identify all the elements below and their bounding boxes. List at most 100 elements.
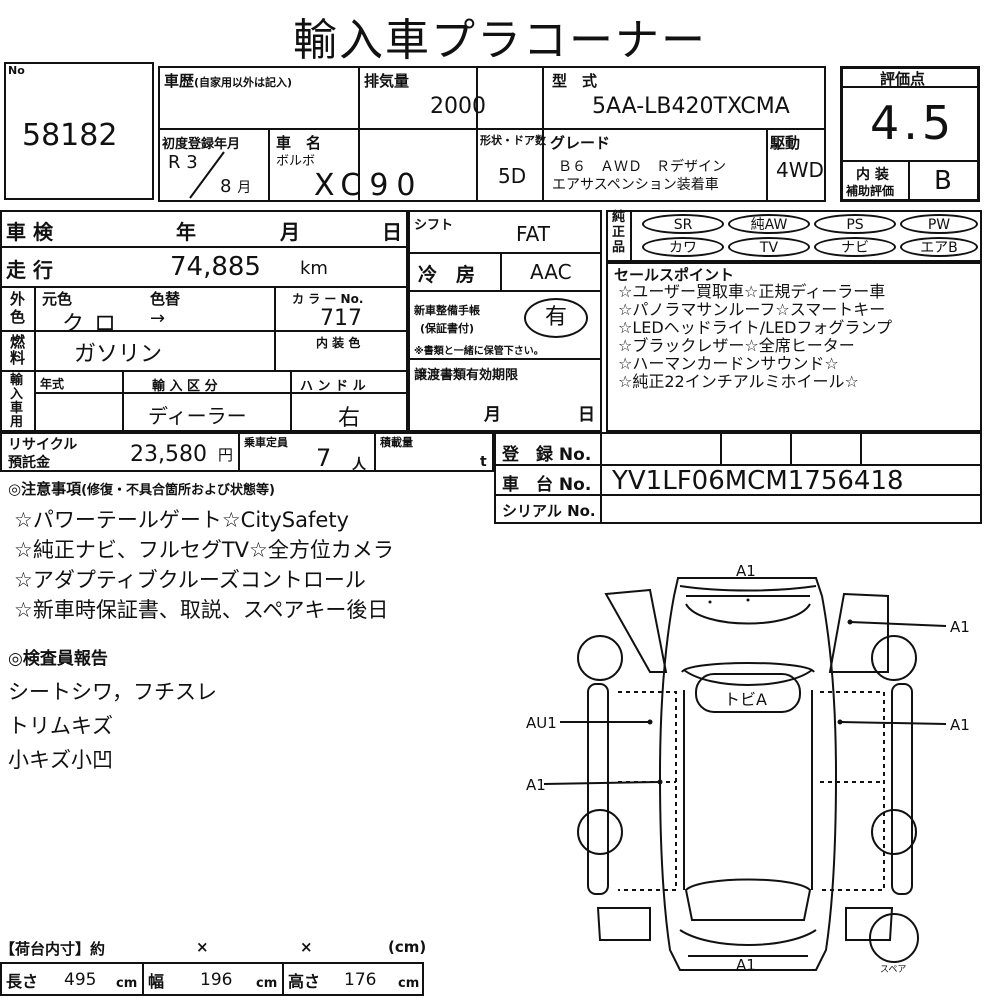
first-reg-era: R 3 <box>168 152 198 173</box>
color-no: 717 <box>320 306 362 331</box>
grade-label: グレード <box>550 134 611 152</box>
serial-label: シリアル No. <box>502 502 596 520</box>
equipment-label: 純正品 <box>612 210 626 255</box>
first-reg-slash <box>189 151 225 199</box>
recycle-unit: 円 <box>218 446 234 464</box>
equipment-box <box>606 210 982 262</box>
notes-label: ◎注意事項(修復・不具合箇所および状態等) <box>8 480 275 498</box>
color-no-label: カ ラ ー No. <box>292 292 364 306</box>
grade-line2: エアサスペンション装着車 <box>552 177 719 193</box>
interior-color-label: 内 装 色 <box>316 336 361 350</box>
diagram-right-mid: A1 <box>950 716 970 734</box>
car-damage-diagram <box>543 577 947 971</box>
sales-point-4: ☆ブラックレザー☆全席ヒーター <box>618 336 855 355</box>
warranty-circle: 有 <box>524 298 588 338</box>
diagram-roof: トビA <box>724 690 767 709</box>
interior-label-2: 補助評価 <box>846 184 895 198</box>
chassis-label: 車 台 No. <box>502 475 592 495</box>
main-box <box>0 210 408 432</box>
fuel-label: 燃料 <box>10 333 26 367</box>
load-label: 積載量 <box>380 436 413 449</box>
fuel-value: ガソリン <box>74 342 163 367</box>
first-reg-month: 8 月 <box>220 176 252 197</box>
cargo-length: 495 <box>64 970 97 990</box>
spec-box <box>158 66 826 202</box>
equip-ps: PS <box>814 214 896 234</box>
sales-point-2: ☆パノラマサンルーフ☆スマートキー <box>618 300 886 319</box>
diagram-right-front: A1 <box>950 618 970 636</box>
shift-value: FAT <box>516 222 551 246</box>
load-unit: t <box>480 454 487 470</box>
mileage-unit: km <box>300 258 328 279</box>
color-change-label: 色替 <box>150 290 181 308</box>
color-arrow: → <box>150 308 166 329</box>
sales-point-3: ☆LEDヘッドライト/LEDフォグランプ <box>618 318 892 337</box>
interior-grade: B <box>934 166 952 196</box>
inspector-note-1: シートシワ，フチスレ <box>8 680 217 704</box>
displacement-label: 排気量 <box>364 72 410 90</box>
equip-sr: SR <box>642 214 724 234</box>
center-box <box>408 210 602 432</box>
interior-label-1: 内 装 <box>856 167 889 183</box>
lot-number-box <box>4 62 154 200</box>
cargo-box <box>0 962 424 996</box>
warranty-label-2: (保証書付) <box>420 322 475 335</box>
equip-alloy: 純AW <box>728 214 810 234</box>
cargo-width-unit: cm <box>256 976 278 991</box>
grade-line1: Ｂ６ ＡＷＤ Ｒデザイン <box>558 159 726 175</box>
reg-label: 登 録 No. <box>502 445 592 465</box>
cargo-label: 【荷台内寸】約 <box>0 940 106 958</box>
model-value: 5AA-LB420TXCMA <box>592 94 790 119</box>
ac-value: AAC <box>530 260 572 284</box>
diagram-left-rear: A1 <box>526 776 546 794</box>
inspector-label: ◎検査員報告 <box>8 649 108 669</box>
color-orig: クロ <box>62 312 127 337</box>
inspection-year: 年 <box>176 220 196 244</box>
capacity-label: 乗車定員 <box>244 436 288 449</box>
cargo-unit: (cm) <box>388 938 427 956</box>
recycle-label-1: リサイクル <box>8 437 78 453</box>
ac-label: 冷 房 <box>418 264 476 286</box>
equip-airbag: エアB <box>900 237 978 257</box>
recycle-value: 23,580 <box>130 442 207 467</box>
handle-label: ハ ン ド ル <box>300 379 366 394</box>
color-orig-label: 元色 <box>42 290 73 308</box>
mileage-label: 走 行 <box>6 258 53 282</box>
displacement-value: 2000 <box>430 94 486 119</box>
note-2: ☆純正ナビ、フルセグTV☆全方位カメラ <box>14 538 394 562</box>
sales-points-label: セールスポイント <box>614 266 735 284</box>
score-box <box>840 66 980 202</box>
cargo-width: 196 <box>200 970 233 990</box>
cargo-height-unit: cm <box>398 976 420 991</box>
cargo-length-unit: cm <box>116 976 138 991</box>
warranty-note: ※書類と一緒に保管下さい。 <box>414 346 544 357</box>
inspection-day: 日 <box>382 220 402 244</box>
mileage-value: 74,885 <box>170 252 261 282</box>
cargo-length-label: 長さ <box>6 972 39 991</box>
cargo-height-label: 高さ <box>288 972 321 991</box>
score-label: 評価点 <box>880 70 926 88</box>
recycle-box <box>0 432 494 472</box>
color-label: 外色 <box>10 290 26 326</box>
equip-pw: PW <box>900 214 978 234</box>
cargo-width-label: 幅 <box>148 972 165 991</box>
body-value: 5D <box>498 164 527 188</box>
diagram-left-mid: AU1 <box>526 714 557 732</box>
warranty-label-1: 新車整備手帳 <box>414 304 480 317</box>
sales-points-box <box>606 262 982 432</box>
diagram-bottom: A1 <box>736 956 756 974</box>
capacity-value: 7 <box>316 444 332 472</box>
inspector-note-2: トリムキズ <box>8 714 113 738</box>
transfer-month: 月 <box>484 405 501 425</box>
body-label: 形状・ドア数 <box>480 134 546 147</box>
cargo-x-1: × <box>196 938 209 956</box>
car-name-value: XC90 <box>314 168 424 203</box>
handle-value: 右 <box>338 406 361 431</box>
cargo-height: 176 <box>344 970 377 990</box>
recycle-label-2: 預託金 <box>8 455 50 471</box>
page-title: 輸入車プラコーナー <box>293 15 707 66</box>
equip-tv: TV <box>728 237 810 257</box>
car-name-label: 車 名 <box>276 134 322 152</box>
diagram-spare: スペア <box>880 965 907 975</box>
lot-number-label: No <box>8 64 25 77</box>
